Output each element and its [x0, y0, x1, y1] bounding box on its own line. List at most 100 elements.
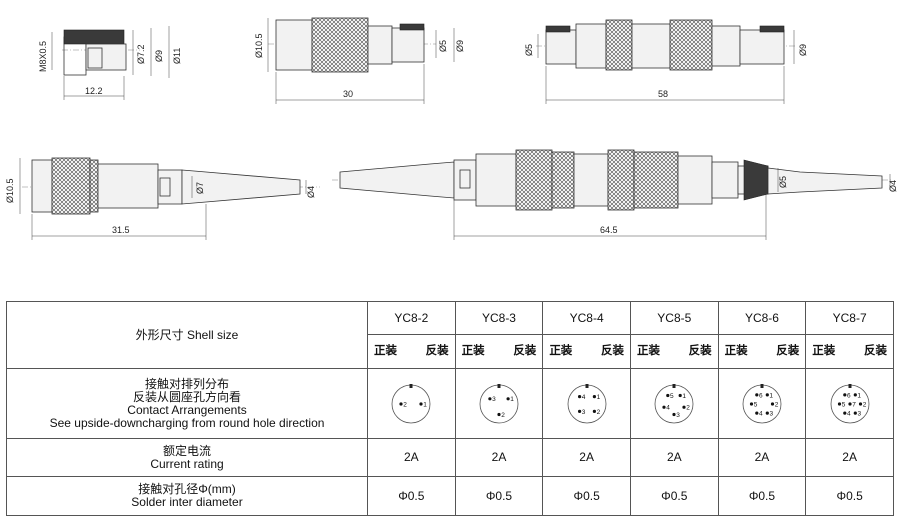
- contact-pin-label: 6: [847, 392, 851, 399]
- front-mount-label: 正装: [724, 345, 748, 357]
- cable-plug-view: Ø10.5 Ø7 Ø4 31.5: [5, 157, 320, 240]
- reverse-mount-label: 反装: [600, 345, 624, 357]
- diameter-value: Φ0.5: [454, 476, 544, 516]
- orientation-cell: 正装反装: [805, 334, 894, 369]
- plug-dia-5: Ø5: [438, 40, 448, 52]
- cable-coupler-dia-4: Ø4: [888, 180, 898, 192]
- contact-label-en-2: See upside-downcharging from round hole …: [49, 415, 325, 430]
- contact-pin: [399, 401, 403, 406]
- contact-pin: [662, 405, 666, 409]
- reverse-mount-label: 反装: [513, 345, 537, 357]
- cable-plug-dia-7: Ø7: [195, 182, 205, 194]
- socket-dia-11: Ø11: [172, 48, 182, 64]
- socket-dia-7-2: Ø7.2: [136, 44, 146, 64]
- contact-pin: [837, 401, 841, 406]
- contact-pin: [858, 401, 862, 406]
- contact-pin: [592, 409, 596, 413]
- contact-pin: [488, 396, 492, 400]
- reverse-mount-label: 反装: [425, 345, 449, 357]
- contact-pin-label: 1: [596, 394, 600, 401]
- coupler-dia-5: Ø5: [524, 44, 534, 56]
- contact-pin-label: 3: [769, 410, 773, 417]
- shell-size-text: 外形尺寸 Shell size: [135, 327, 239, 342]
- orientation-cell: 正装 反装: [542, 334, 631, 369]
- contact-pin-label: 4: [847, 410, 851, 417]
- contact-pin-label: 1: [683, 392, 687, 399]
- cable-coupler-view: Ø5 Ø4 64.5: [332, 149, 898, 240]
- model-yc8-6: YC8-6: [744, 310, 779, 325]
- contact-pin-label: 2: [596, 408, 600, 415]
- model-yc8-4: YC8-4: [569, 310, 604, 325]
- socket-thread-dim: M8X0.5: [38, 41, 48, 72]
- front-mount-label: 正装: [461, 345, 485, 357]
- cable-coupler-length: 64.5: [600, 225, 618, 235]
- pin-diagram-yc8-3: 123: [479, 383, 519, 423]
- contact-pin-label: 1: [510, 396, 514, 403]
- shell-size-label: 外形尺寸 Shell size: [6, 301, 368, 369]
- diameter-value: Φ0.5: [805, 476, 894, 516]
- contact-pin-label: 2: [686, 404, 690, 411]
- diameter-label-cn: 接触对孔径Φ(mm): [138, 482, 236, 496]
- front-mount-label: 正装: [812, 345, 836, 357]
- contact-pin: [848, 401, 852, 406]
- keyway-notch: [848, 383, 852, 388]
- keyway-notch: [497, 383, 501, 388]
- front-mount-label: 正装: [374, 345, 397, 357]
- contact-label-cn-1: 接触对排列分布: [144, 376, 229, 391]
- contact-pin: [853, 411, 857, 415]
- model-header: YC8-6: [717, 301, 807, 335]
- model-header: YC8-3: [454, 301, 544, 335]
- plug-dia-10-5: Ø10.5: [254, 33, 264, 58]
- cable-coupler-dia-5: Ø5: [778, 176, 788, 188]
- current-value: 2A: [805, 438, 894, 477]
- coupler-length: 58: [658, 89, 668, 99]
- contact-pin-label: 3: [581, 408, 585, 415]
- contact-pin: [672, 412, 676, 416]
- orientation-cell: 正装 反装: [454, 334, 544, 369]
- cable-plug-length: 31.5: [112, 225, 130, 235]
- contact-pin-label: 4: [581, 394, 585, 401]
- front-mount-label: 正装: [549, 345, 573, 357]
- orientation-cell: 正装 反装: [717, 334, 807, 369]
- current-label-cn: 额定电流: [162, 443, 211, 458]
- orientation-cell: 正装 反装: [367, 334, 456, 369]
- model-header: YC8-7: [805, 301, 894, 335]
- model-yc8-5: YC8-5: [657, 310, 692, 325]
- contact-pin-label: 3: [857, 410, 861, 417]
- contact-pin-label: 2: [775, 401, 779, 408]
- contact-pin-label: 5: [670, 392, 674, 399]
- contact-label-en-1: Contact Arrangements: [127, 402, 247, 417]
- current-value: 2A: [454, 438, 544, 477]
- current-value: 2A: [629, 438, 719, 477]
- cable-plug-dia-10-5: Ø10.5: [5, 178, 15, 203]
- contact-pin-label: 5: [754, 401, 758, 408]
- socket-length: 12.2: [85, 86, 103, 96]
- contact-pin-label: 1: [857, 392, 861, 399]
- contact-pin: [577, 394, 581, 398]
- pin-diagram-yc8-4: 1 2 3 4: [567, 383, 607, 423]
- contact-pin: [419, 401, 423, 406]
- contact-pin: [770, 401, 775, 406]
- diameter-value: Φ0.5: [367, 476, 456, 516]
- solder-diameter-label: 接触对孔径Φ(mm) Solder inter diameter: [6, 476, 368, 516]
- pin-layout-cell: 1 2 3 4: [542, 368, 631, 439]
- contact-pin-label: 2: [862, 401, 866, 408]
- current-value: 2A: [542, 438, 631, 477]
- diameter-value: Φ0.5: [542, 476, 631, 516]
- model-yc8-3: YC8-3: [481, 310, 516, 325]
- contact-pin-label: 7: [852, 401, 856, 408]
- coupler-dia-9: Ø9: [798, 44, 808, 56]
- orientation-cell: 正装反装: [629, 334, 719, 369]
- contact-pin: [853, 392, 857, 396]
- diameter-value: Φ0.5: [717, 476, 807, 516]
- reverse-mount-label: 反装: [776, 345, 800, 357]
- contact-pin-label: 3: [676, 411, 680, 418]
